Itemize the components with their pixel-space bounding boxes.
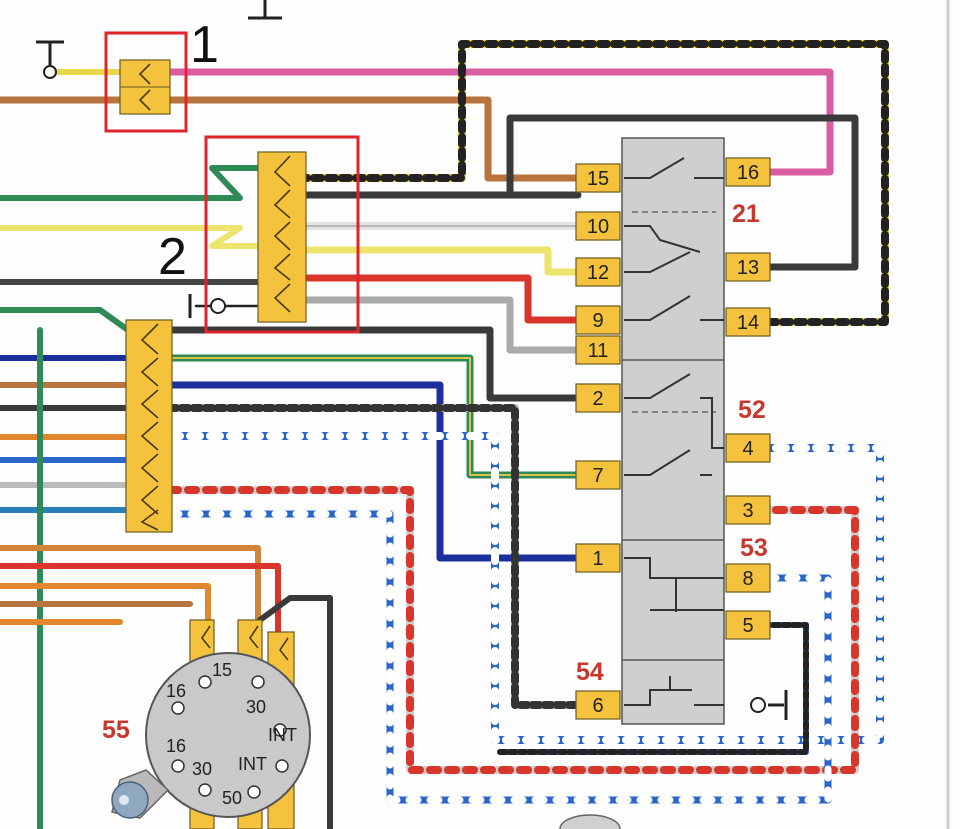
switch-pin: 14 [725, 307, 771, 337]
switch-block-label: 54 [576, 658, 604, 686]
terminal-label: 16 [166, 736, 186, 756]
pin-number: 15 [587, 168, 609, 190]
switch-pin: 7 [575, 460, 621, 490]
connector-3 [125, 319, 173, 533]
connector-1 [119, 59, 171, 115]
terminal-label: 50 [222, 788, 242, 808]
ignition-switch-label: 55 [102, 716, 130, 744]
pin-number: 16 [737, 162, 759, 184]
pin-number: 13 [737, 257, 759, 279]
callout-box-1 [104, 31, 188, 133]
switch-pin: 2 [575, 383, 621, 413]
pin-number: 11 [588, 340, 609, 362]
callout-label-1: 1 [190, 16, 219, 74]
switch-pin: 10 [575, 211, 621, 241]
callout-box-2 [204, 135, 360, 334]
switch-pin: 13 [725, 252, 771, 282]
pin-number: 8 [742, 568, 753, 590]
pin-number: 12 [587, 262, 609, 284]
left-pin-column: 15 10 12 9 11 2 7 1 6 [575, 163, 621, 720]
pin-number: 1 [592, 548, 603, 570]
key-icon [111, 781, 149, 819]
switch-block-label: 52 [738, 396, 766, 424]
switch-pin: 1 [575, 543, 621, 573]
terminal-label: INT [238, 754, 267, 774]
pin-number: 4 [742, 438, 753, 460]
switch-pin: 4 [725, 433, 771, 463]
wire-group [0, 40, 889, 829]
pin-number: 3 [742, 500, 753, 522]
terminal-label: 16 [166, 681, 186, 701]
pin-number: 5 [742, 615, 753, 637]
terminal-label: 30 [192, 759, 212, 779]
pin-number: 10 [587, 216, 609, 238]
pin-number: 7 [592, 465, 603, 487]
ignition-switch: 15 16 30 INT 16 INT 30 50 [111, 652, 311, 819]
pin-number: 9 [592, 310, 603, 332]
pin-number: 6 [592, 695, 603, 717]
pin-number: 14 [737, 312, 759, 334]
terminal-label: INT [268, 725, 297, 745]
switch-pin: 11 [575, 335, 621, 365]
switch-body [621, 137, 725, 725]
switch-pin: 8 [725, 563, 771, 593]
switch-pin: 15 [575, 163, 621, 193]
switch-pin: 3 [725, 495, 771, 525]
switch-pin: 16 [725, 157, 771, 187]
switch-pin: 12 [575, 257, 621, 287]
switch-pin: 9 [575, 305, 621, 335]
connector-2 [257, 151, 307, 323]
pin-number: 2 [592, 388, 603, 410]
switch-pin: 6 [575, 690, 621, 720]
callout-label-2: 2 [158, 228, 187, 286]
ground-symbol [36, 0, 788, 720]
switch-block-label: 53 [740, 534, 768, 562]
right-pin-column: 16 13 14 4 3 8 5 [725, 157, 771, 640]
terminal-label: 15 [212, 660, 232, 680]
terminal-label: 30 [246, 697, 266, 717]
switch-block-label: 21 [732, 200, 760, 228]
switch-pin: 5 [725, 610, 771, 640]
